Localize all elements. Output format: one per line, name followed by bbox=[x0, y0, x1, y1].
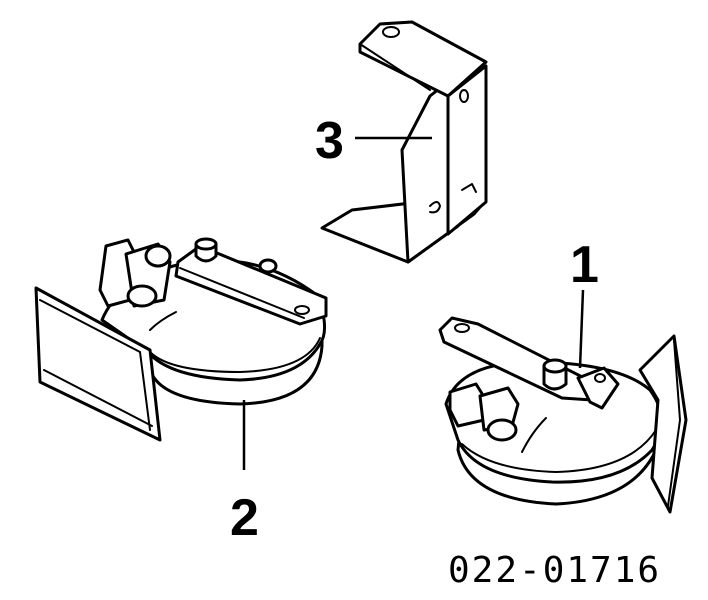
leader-line-1 bbox=[578, 289, 585, 369]
bracket bbox=[320, 20, 488, 264]
horn-left bbox=[34, 237, 328, 442]
callout-2: 2 bbox=[230, 489, 259, 547]
callout-1: 1 bbox=[570, 236, 599, 294]
callout-3: 3 bbox=[315, 112, 344, 170]
diagram-code: 022-01716 bbox=[448, 550, 661, 591]
horn-right bbox=[438, 316, 688, 514]
